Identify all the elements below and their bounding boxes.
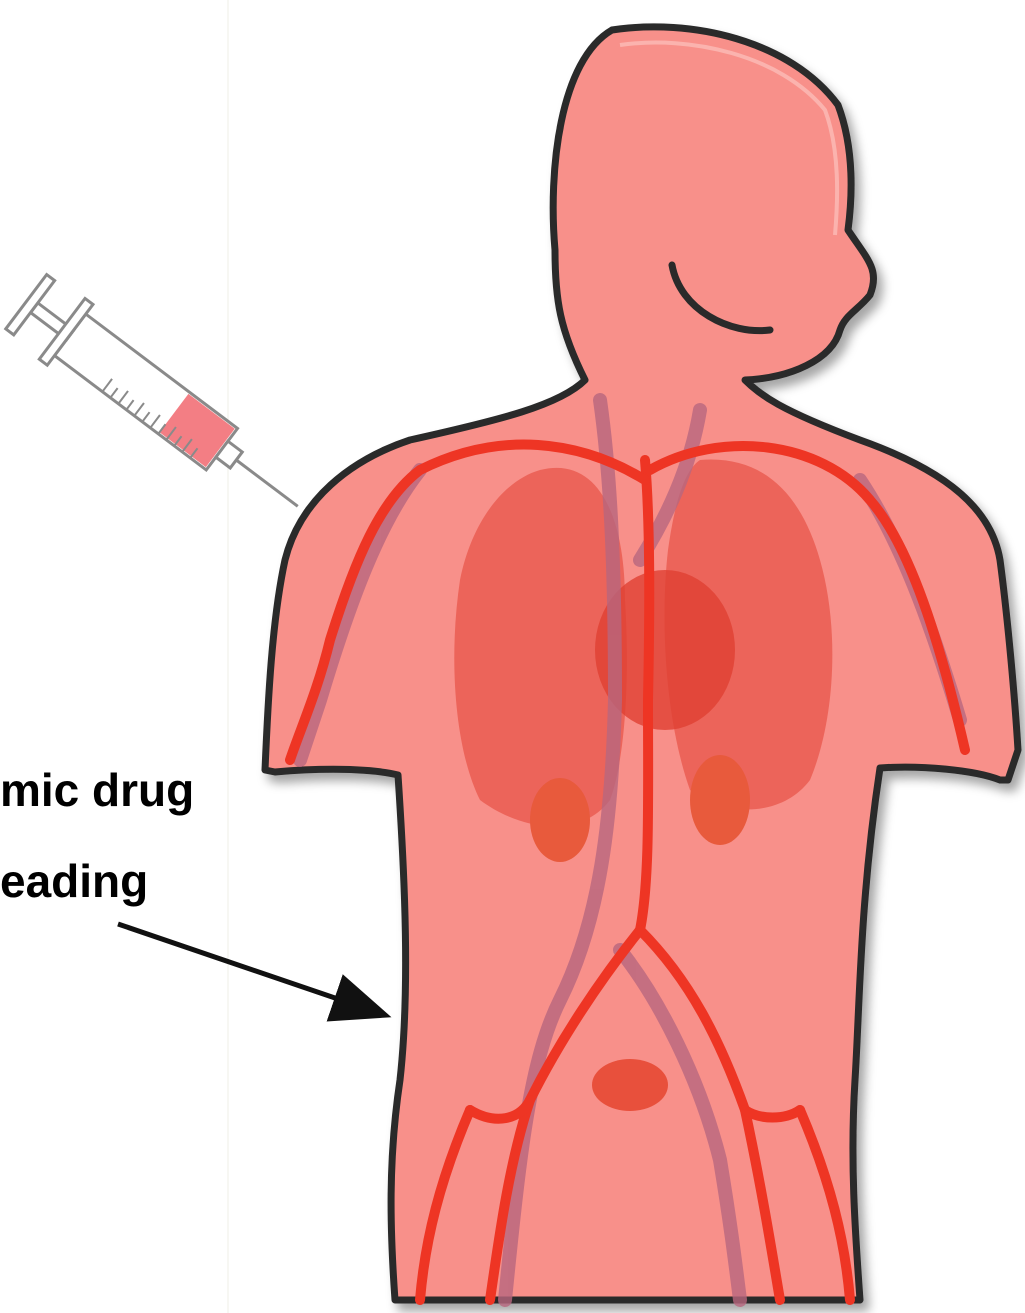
syringe-icon xyxy=(3,271,320,536)
caption-line-2: eading xyxy=(0,858,148,904)
caption-line-1: mic drug xyxy=(0,767,194,813)
arrow-icon xyxy=(118,924,382,1014)
kidney-right xyxy=(690,755,750,845)
bladder xyxy=(592,1059,668,1111)
kidney-left xyxy=(530,778,590,862)
